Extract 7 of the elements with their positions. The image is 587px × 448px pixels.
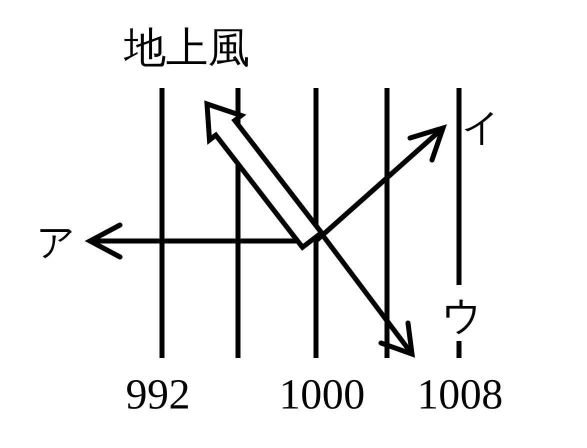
choice-label: イ xyxy=(462,109,500,147)
pressure-value: 1000 xyxy=(279,374,365,416)
choice-label: ウ xyxy=(442,296,482,336)
wind-caption: 地上風 xyxy=(124,28,250,70)
pressure-value: 1008 xyxy=(417,374,503,416)
pressure-value: 992 xyxy=(126,374,190,416)
choice-label: ア xyxy=(36,224,76,262)
